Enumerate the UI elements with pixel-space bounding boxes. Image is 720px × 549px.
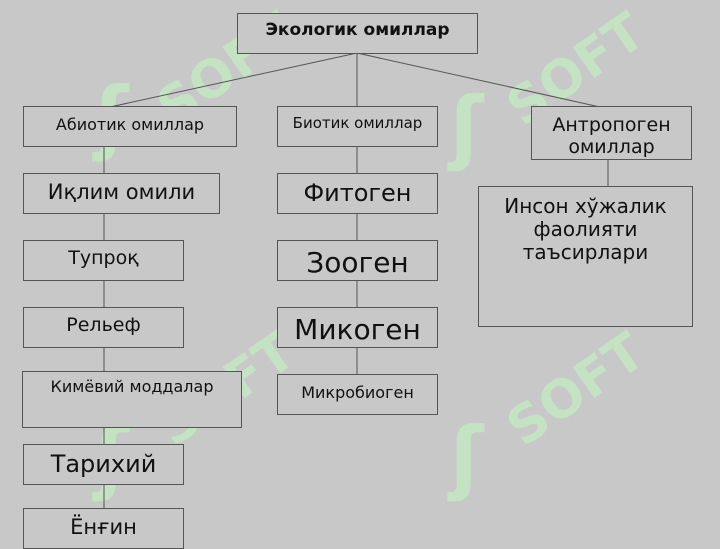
category-biotic-label: Биотик омиллар <box>292 114 423 132</box>
abiotic-item-label: Ёнғин <box>70 515 137 539</box>
connector-title-abiotic <box>109 52 358 108</box>
abiotic-item-label: Тарихий <box>50 450 157 478</box>
abiotic-item-chemical: Кимёвий моддалар <box>22 371 242 428</box>
abiotic-item-climate: Иқлим омили <box>23 173 220 214</box>
watermark-logo-icon: ʃ <box>450 410 484 503</box>
title-box: Экологик омиллар <box>237 13 478 54</box>
anthropogenic-item-human-activity: Инсон хўжалик фаолияти таъсирлари <box>478 186 693 327</box>
abiotic-item-soil: Тупроқ <box>23 240 184 281</box>
biotic-item-label: Фитоген <box>303 179 412 207</box>
biotic-item-mycogen: Микоген <box>277 307 438 348</box>
watermark-logo-icon: ʃ <box>450 80 484 173</box>
abiotic-item-label: Тупроқ <box>68 247 139 269</box>
abiotic-item-label: Кимёвий моддалар <box>50 377 214 396</box>
abiotic-item-historical: Тарихий <box>23 444 184 485</box>
biotic-item-label: Микробиоген <box>301 383 414 402</box>
anthropogenic-item-label: Инсон хўжалик фаолияти таъсирлари <box>504 194 667 264</box>
abiotic-item-label: Рельеф <box>66 314 141 336</box>
category-abiotic-label: Абиотик омиллар <box>55 115 205 134</box>
connector-title-anthropogenic <box>356 52 601 108</box>
title-label: Экологик омиллар <box>265 20 450 40</box>
abiotic-item-label: Иқлим омили <box>47 180 196 204</box>
biotic-item-label: Микоген <box>294 313 421 346</box>
abiotic-item-relief: Рельеф <box>23 307 184 348</box>
biotic-item-phytogen: Фитоген <box>277 173 438 214</box>
category-anthropogenic: Антропоген омиллар <box>531 106 692 160</box>
category-anthropogenic-label: Антропоген омиллар <box>552 114 671 158</box>
biotic-item-microbiogen: Микробиоген <box>277 374 438 415</box>
biotic-item-label: Зооген <box>306 246 409 279</box>
category-abiotic: Абиотик омиллар <box>23 106 237 147</box>
category-biotic: Биотик омиллар <box>277 106 438 147</box>
abiotic-item-fire: Ёнғин <box>23 508 184 549</box>
biotic-item-zoogen: Зооген <box>277 240 438 281</box>
